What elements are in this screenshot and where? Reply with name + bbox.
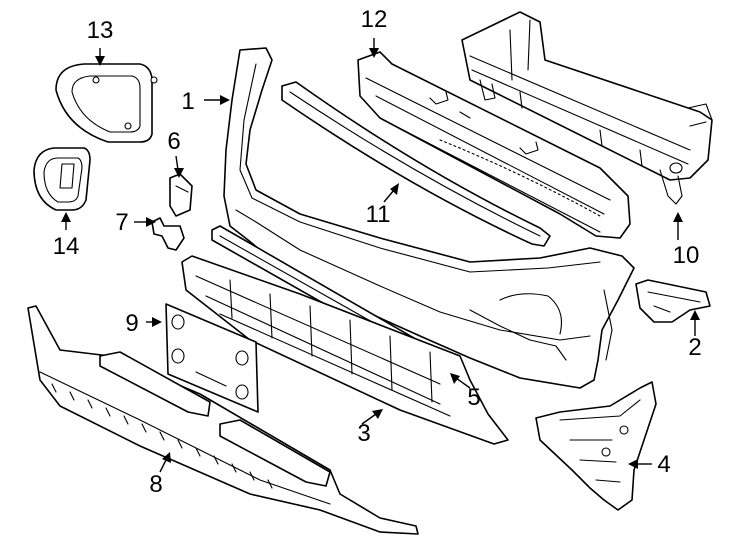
callout-11: 11 [366,201,391,228]
callout-14: 14 [53,233,80,260]
callout-13: 13 [87,17,114,44]
callout-3: 3 [357,420,370,447]
callout-6: 6 [167,128,180,155]
impact-bar-part [461,11,713,205]
callout-12: 12 [361,6,388,33]
lower-grille-part [181,255,509,445]
callout-8: 8 [149,471,162,498]
upper-trim-strip-part [281,81,551,247]
fog-lamp-bezel-part [55,63,158,143]
lower-valance-part [27,305,419,535]
lower-side-bracket-part [535,381,657,511]
license-plate-bracket-part [165,303,259,413]
clip-bracket-part [169,173,193,217]
callout-4: 4 [657,451,670,478]
callout-5: 5 [467,384,480,411]
push-fastener-part [151,217,185,251]
callout-1: 1 [181,88,194,115]
callout-2: 2 [688,334,701,361]
callout-10: 10 [673,242,700,269]
energy-absorber-part [357,51,631,239]
side-bracket-part [635,279,711,323]
callout-7: 7 [115,209,128,236]
callout-9: 9 [125,310,138,337]
callout-leaders [61,38,700,473]
bumper-cover-part [223,47,635,389]
fog-lamp-insert-part [33,147,91,211]
